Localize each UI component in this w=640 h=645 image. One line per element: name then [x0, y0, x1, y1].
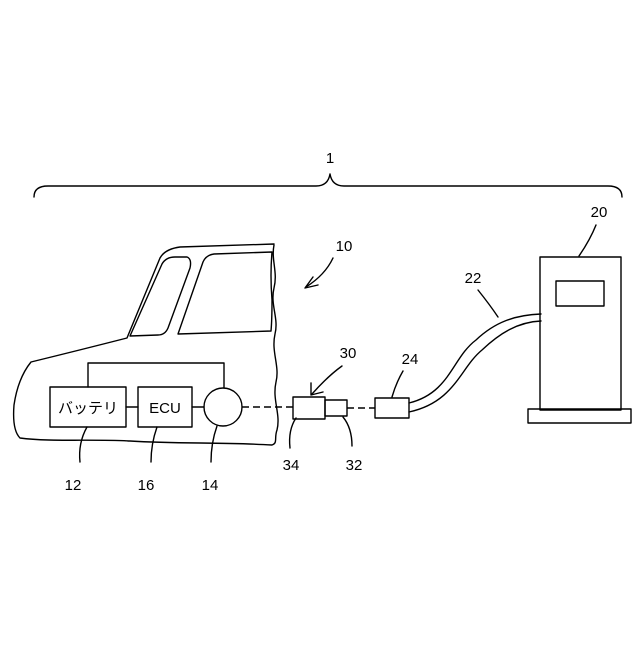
charger-display	[556, 281, 604, 306]
power-bus-line	[88, 363, 224, 388]
ecu-label: ECU	[149, 400, 181, 417]
leader-12	[80, 427, 87, 462]
leader-22	[478, 290, 498, 317]
system-brace	[34, 174, 622, 197]
vehicle-front-window	[178, 252, 272, 334]
ref-label-16: 16	[138, 477, 155, 494]
leader-32	[343, 417, 352, 446]
ref-label-24: 24	[402, 351, 419, 368]
leader-16	[151, 427, 157, 462]
leader-14	[211, 426, 217, 462]
charging-cable-outer	[409, 314, 541, 403]
inlet-body	[293, 397, 325, 419]
ref-label-20: 20	[591, 204, 608, 221]
ref-label-30: 30	[340, 345, 357, 362]
ref-label-14: 14	[202, 477, 219, 494]
charging-cable-inner	[409, 321, 541, 412]
leader-24	[392, 371, 403, 397]
leader-34	[290, 418, 296, 448]
leader-30	[312, 366, 342, 394]
battery-label: バッテリ	[58, 400, 118, 417]
leader-20	[579, 225, 596, 256]
charger-base	[528, 409, 631, 423]
ref-label-32: 32	[346, 457, 363, 474]
ref-label-22: 22	[465, 270, 482, 287]
charging-connector	[375, 398, 409, 418]
ref-label-12: 12	[65, 477, 82, 494]
leader-10	[306, 258, 333, 287]
charger-body	[540, 257, 621, 410]
motor-circle	[204, 388, 242, 426]
ref-label-34: 34	[283, 457, 300, 474]
ref-label-1: 1	[326, 150, 334, 167]
vehicle-body-outline	[14, 244, 278, 445]
ref-label-10: 10	[336, 238, 353, 255]
inlet-plug	[325, 400, 347, 416]
